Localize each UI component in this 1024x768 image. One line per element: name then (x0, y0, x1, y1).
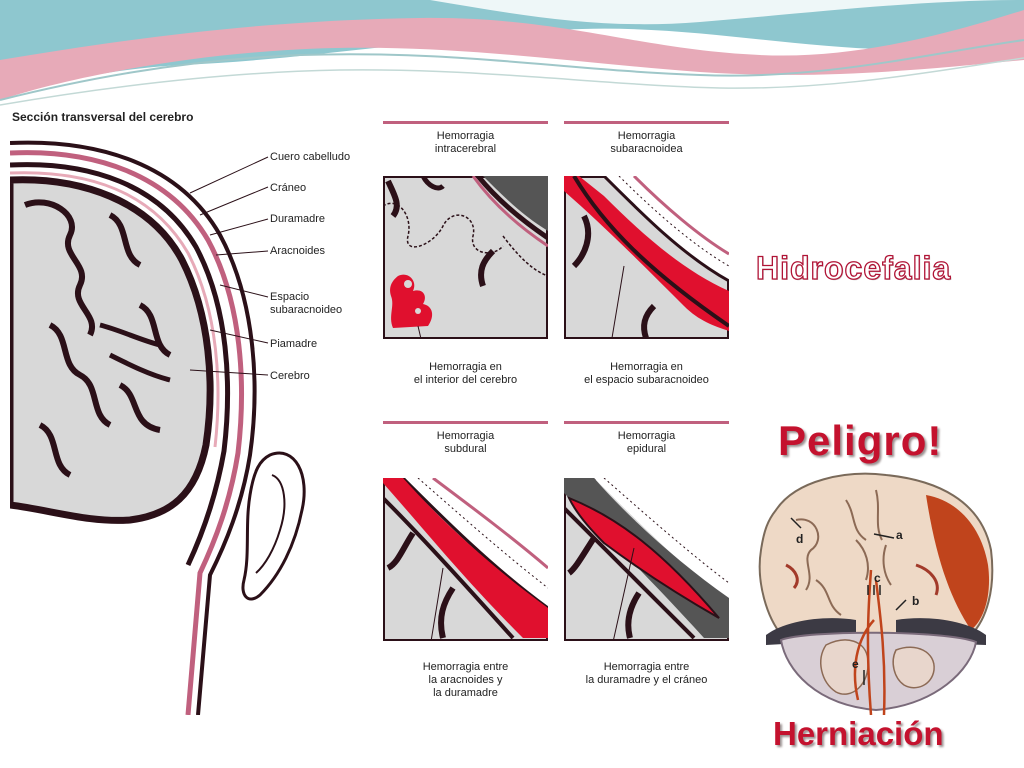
panel-epidural-diagram (564, 478, 729, 641)
label-aracnoides: Aracnoides (270, 245, 326, 257)
label-piamadre: Piamadre (270, 338, 318, 350)
title-peligro: Peligro! (778, 417, 943, 464)
herniation-label-a: a (896, 528, 903, 542)
panel-subaracnoidea-diagram (564, 176, 729, 339)
panel-header-line (564, 121, 729, 124)
label-craneo: Cráneo (270, 182, 307, 194)
decorative-banner (0, 0, 1024, 106)
title-hidrocefalia: Hidrocefalia (755, 249, 952, 286)
herniation-illustration (758, 472, 994, 715)
label-espacio-subaracnoideo: Espacio subaracnoideo (270, 291, 343, 316)
brain-cross-section-diagram (10, 140, 306, 715)
herniation-label-e: e (852, 657, 859, 671)
label-cuero-cabelludo: Cuero cabelludo (270, 151, 351, 163)
herniation-label-d: d (796, 532, 804, 546)
label-duramadre: Duramadre (270, 213, 326, 225)
panel-subdural-diagram (383, 478, 548, 641)
panel-intracerebral-diagram (383, 176, 548, 339)
herniation-label-c: c (874, 571, 881, 585)
title-herniacion: Herniación (773, 715, 944, 752)
herniation-label-b: b (912, 594, 920, 608)
panel-header-line (564, 421, 729, 424)
cross-section-title: Sección transversal del cerebro (12, 110, 194, 124)
label-cerebro: Cerebro (270, 370, 310, 382)
panel-header-line (383, 421, 548, 424)
panel-header-line (383, 121, 548, 124)
